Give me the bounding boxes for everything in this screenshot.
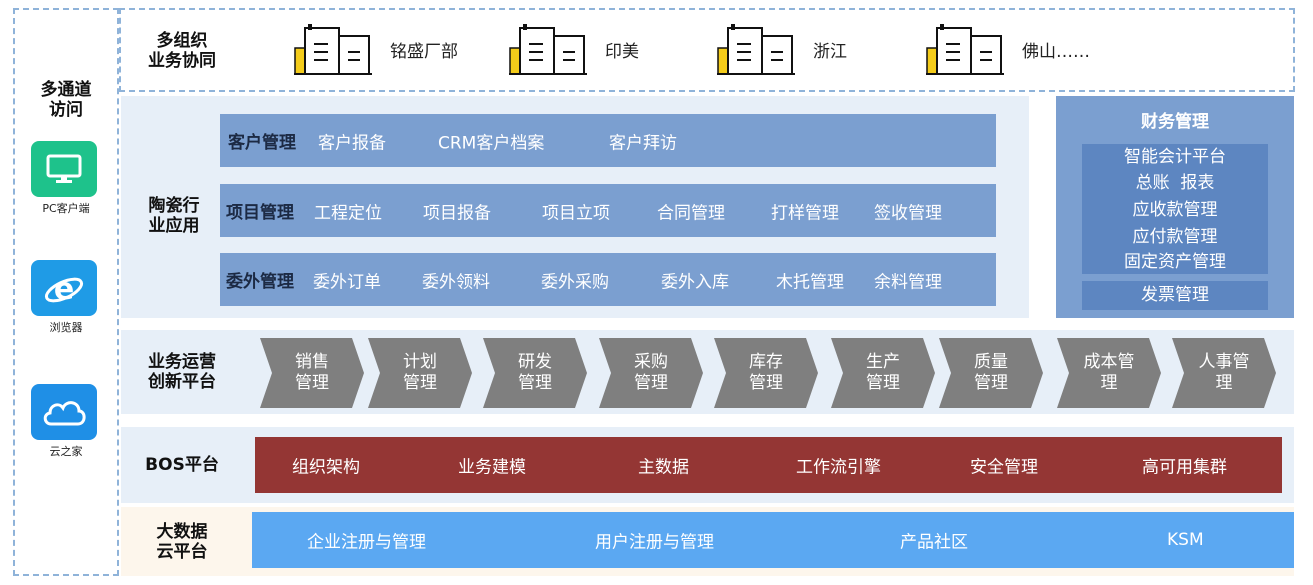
channel-panel — [13, 8, 119, 576]
ceramic-row-project: 项目管理 工程定位 项目报备 项目立项 合同管理 打样管理 签收管理 — [220, 184, 996, 237]
ops-chevron-label: 销售 管理 — [295, 352, 329, 393]
finance-title: 财务管理 — [1141, 112, 1209, 132]
module-item[interactable]: 委外订单 — [313, 272, 381, 292]
channel-title: 多通道 访问 — [40, 80, 92, 120]
channel-cloud[interactable]: 云之家 — [16, 384, 116, 459]
bos-item[interactable]: 安全管理 — [970, 457, 1038, 478]
svg-text:e: e — [54, 272, 74, 307]
bos-bar: 组织架构 业务建模 主数据 工作流引擎 安全管理 高可用集群 — [255, 437, 1282, 493]
ceramic-label: 陶瓷行 业应用 — [148, 196, 200, 236]
ops-chevron-label: 库存 管理 — [749, 352, 783, 393]
channel-cloud-label: 云之家 — [49, 445, 83, 458]
ops-chevron[interactable] — [368, 338, 472, 408]
finance-item[interactable]: 应付款管理 — [1082, 224, 1268, 250]
cloud-icon — [31, 384, 97, 440]
ops-chevron[interactable] — [714, 338, 818, 408]
org-item[interactable]: 印美 — [509, 22, 639, 76]
building-icon — [926, 24, 1004, 75]
bos-label: BOS平台 — [145, 455, 219, 475]
ops-chevron-label: 计划 管理 — [403, 352, 437, 393]
bigdata-item[interactable]: 用户注册与管理 — [595, 532, 714, 553]
module-item[interactable]: 委外领料 — [422, 272, 490, 292]
row-head: 客户管理 — [228, 133, 296, 153]
channel-pc-label: PC客户端 — [42, 202, 90, 215]
ceramic-row-customer: 客户管理 客户报备 CRM客户档案 客户拜访 — [220, 114, 996, 167]
finance-invoice[interactable]: 发票管理 — [1082, 281, 1268, 310]
bos-item[interactable]: 业务建模 — [458, 457, 526, 478]
module-item[interactable]: 客户报备 — [318, 133, 386, 153]
bos-item[interactable]: 主数据 — [638, 457, 689, 478]
ops-chevron[interactable] — [831, 338, 935, 408]
ops-label: 业务运营 创新平台 — [148, 352, 216, 392]
org-item[interactable]: 铭盛厂部 — [294, 22, 458, 76]
bos-item[interactable]: 高可用集群 — [1142, 457, 1227, 478]
bos-item[interactable]: 组织架构 — [292, 457, 360, 478]
org-item[interactable]: 浙江 — [717, 22, 847, 76]
module-item[interactable]: 木托管理 — [776, 272, 844, 292]
ops-chevron-label: 成本管 理 — [1083, 352, 1135, 393]
ops-chevron-label: 生产 管理 — [866, 352, 900, 393]
channel-pc[interactable]: PC客户端 — [16, 141, 116, 216]
module-item[interactable]: 项目立项 — [542, 203, 610, 223]
module-item[interactable]: 工程定位 — [314, 203, 382, 223]
module-item[interactable]: 签收管理 — [874, 203, 942, 223]
building-icon — [509, 24, 587, 75]
org-label: 印美 — [605, 41, 639, 62]
org-item[interactable]: 佛山…… — [926, 22, 1090, 76]
module-item[interactable]: 客户拜访 — [609, 133, 677, 153]
ops-chevron-label: 质量 管理 — [974, 352, 1008, 393]
ceramic-row-outsource: 委外管理 委外订单 委外领料 委外采购 委外入库 木托管理 余料管理 — [220, 253, 996, 306]
bigdata-bar: 企业注册与管理 用户注册与管理 产品社区 KSM — [252, 512, 1294, 568]
building-icon — [294, 24, 372, 75]
ops-chevron-label: 人事管 理 — [1198, 352, 1250, 393]
multi-org-panel — [119, 8, 1295, 92]
ops-chevron[interactable] — [1057, 338, 1161, 408]
ops-chevron[interactable] — [939, 338, 1043, 408]
ops-chevron-label: 研发 管理 — [518, 352, 552, 393]
channel-browser[interactable]: e 浏览器 — [16, 260, 116, 335]
org-label: 浙江 — [813, 41, 847, 62]
module-item[interactable]: 合同管理 — [657, 203, 725, 223]
module-item[interactable]: CRM客户档案 — [438, 133, 545, 153]
module-item[interactable]: 项目报备 — [423, 203, 491, 223]
row-head: 委外管理 — [226, 272, 294, 292]
monitor-icon — [31, 141, 97, 197]
bigdata-item[interactable]: 产品社区 — [900, 532, 968, 553]
module-item[interactable]: 委外入库 — [661, 272, 729, 292]
ops-chevron[interactable] — [1172, 338, 1276, 408]
ops-chevron-label: 采购 管理 — [634, 352, 668, 393]
finance-item[interactable]: 智能会计平台 — [1082, 144, 1268, 170]
bigdata-item[interactable]: 企业注册与管理 — [307, 532, 426, 553]
row-head: 项目管理 — [226, 203, 294, 223]
ops-chevron[interactable] — [260, 338, 364, 408]
finance-item[interactable]: 总账 报表 — [1082, 170, 1268, 196]
bos-item[interactable]: 工作流引擎 — [796, 457, 881, 478]
ops-chevron[interactable] — [483, 338, 587, 408]
module-item[interactable]: 余料管理 — [874, 272, 942, 292]
bigdata-item[interactable]: KSM — [1167, 530, 1204, 550]
browser-e-icon: e — [31, 260, 97, 316]
multi-org-label: 多组织 业务协同 — [148, 31, 216, 71]
bigdata-label: 大数据 云平台 — [156, 522, 208, 562]
ops-chevron[interactable] — [599, 338, 703, 408]
module-item[interactable]: 委外采购 — [541, 272, 609, 292]
module-item[interactable]: 打样管理 — [771, 203, 839, 223]
finance-list: 智能会计平台 总账 报表 应收款管理 应付款管理 固定资产管理 — [1082, 144, 1268, 274]
channel-browser-label: 浏览器 — [49, 321, 83, 334]
finance-item[interactable]: 应收款管理 — [1082, 196, 1268, 224]
building-icon — [717, 24, 795, 75]
org-label: 佛山…… — [1022, 41, 1090, 62]
finance-item[interactable]: 固定资产管理 — [1082, 250, 1268, 274]
org-label: 铭盛厂部 — [390, 41, 458, 62]
